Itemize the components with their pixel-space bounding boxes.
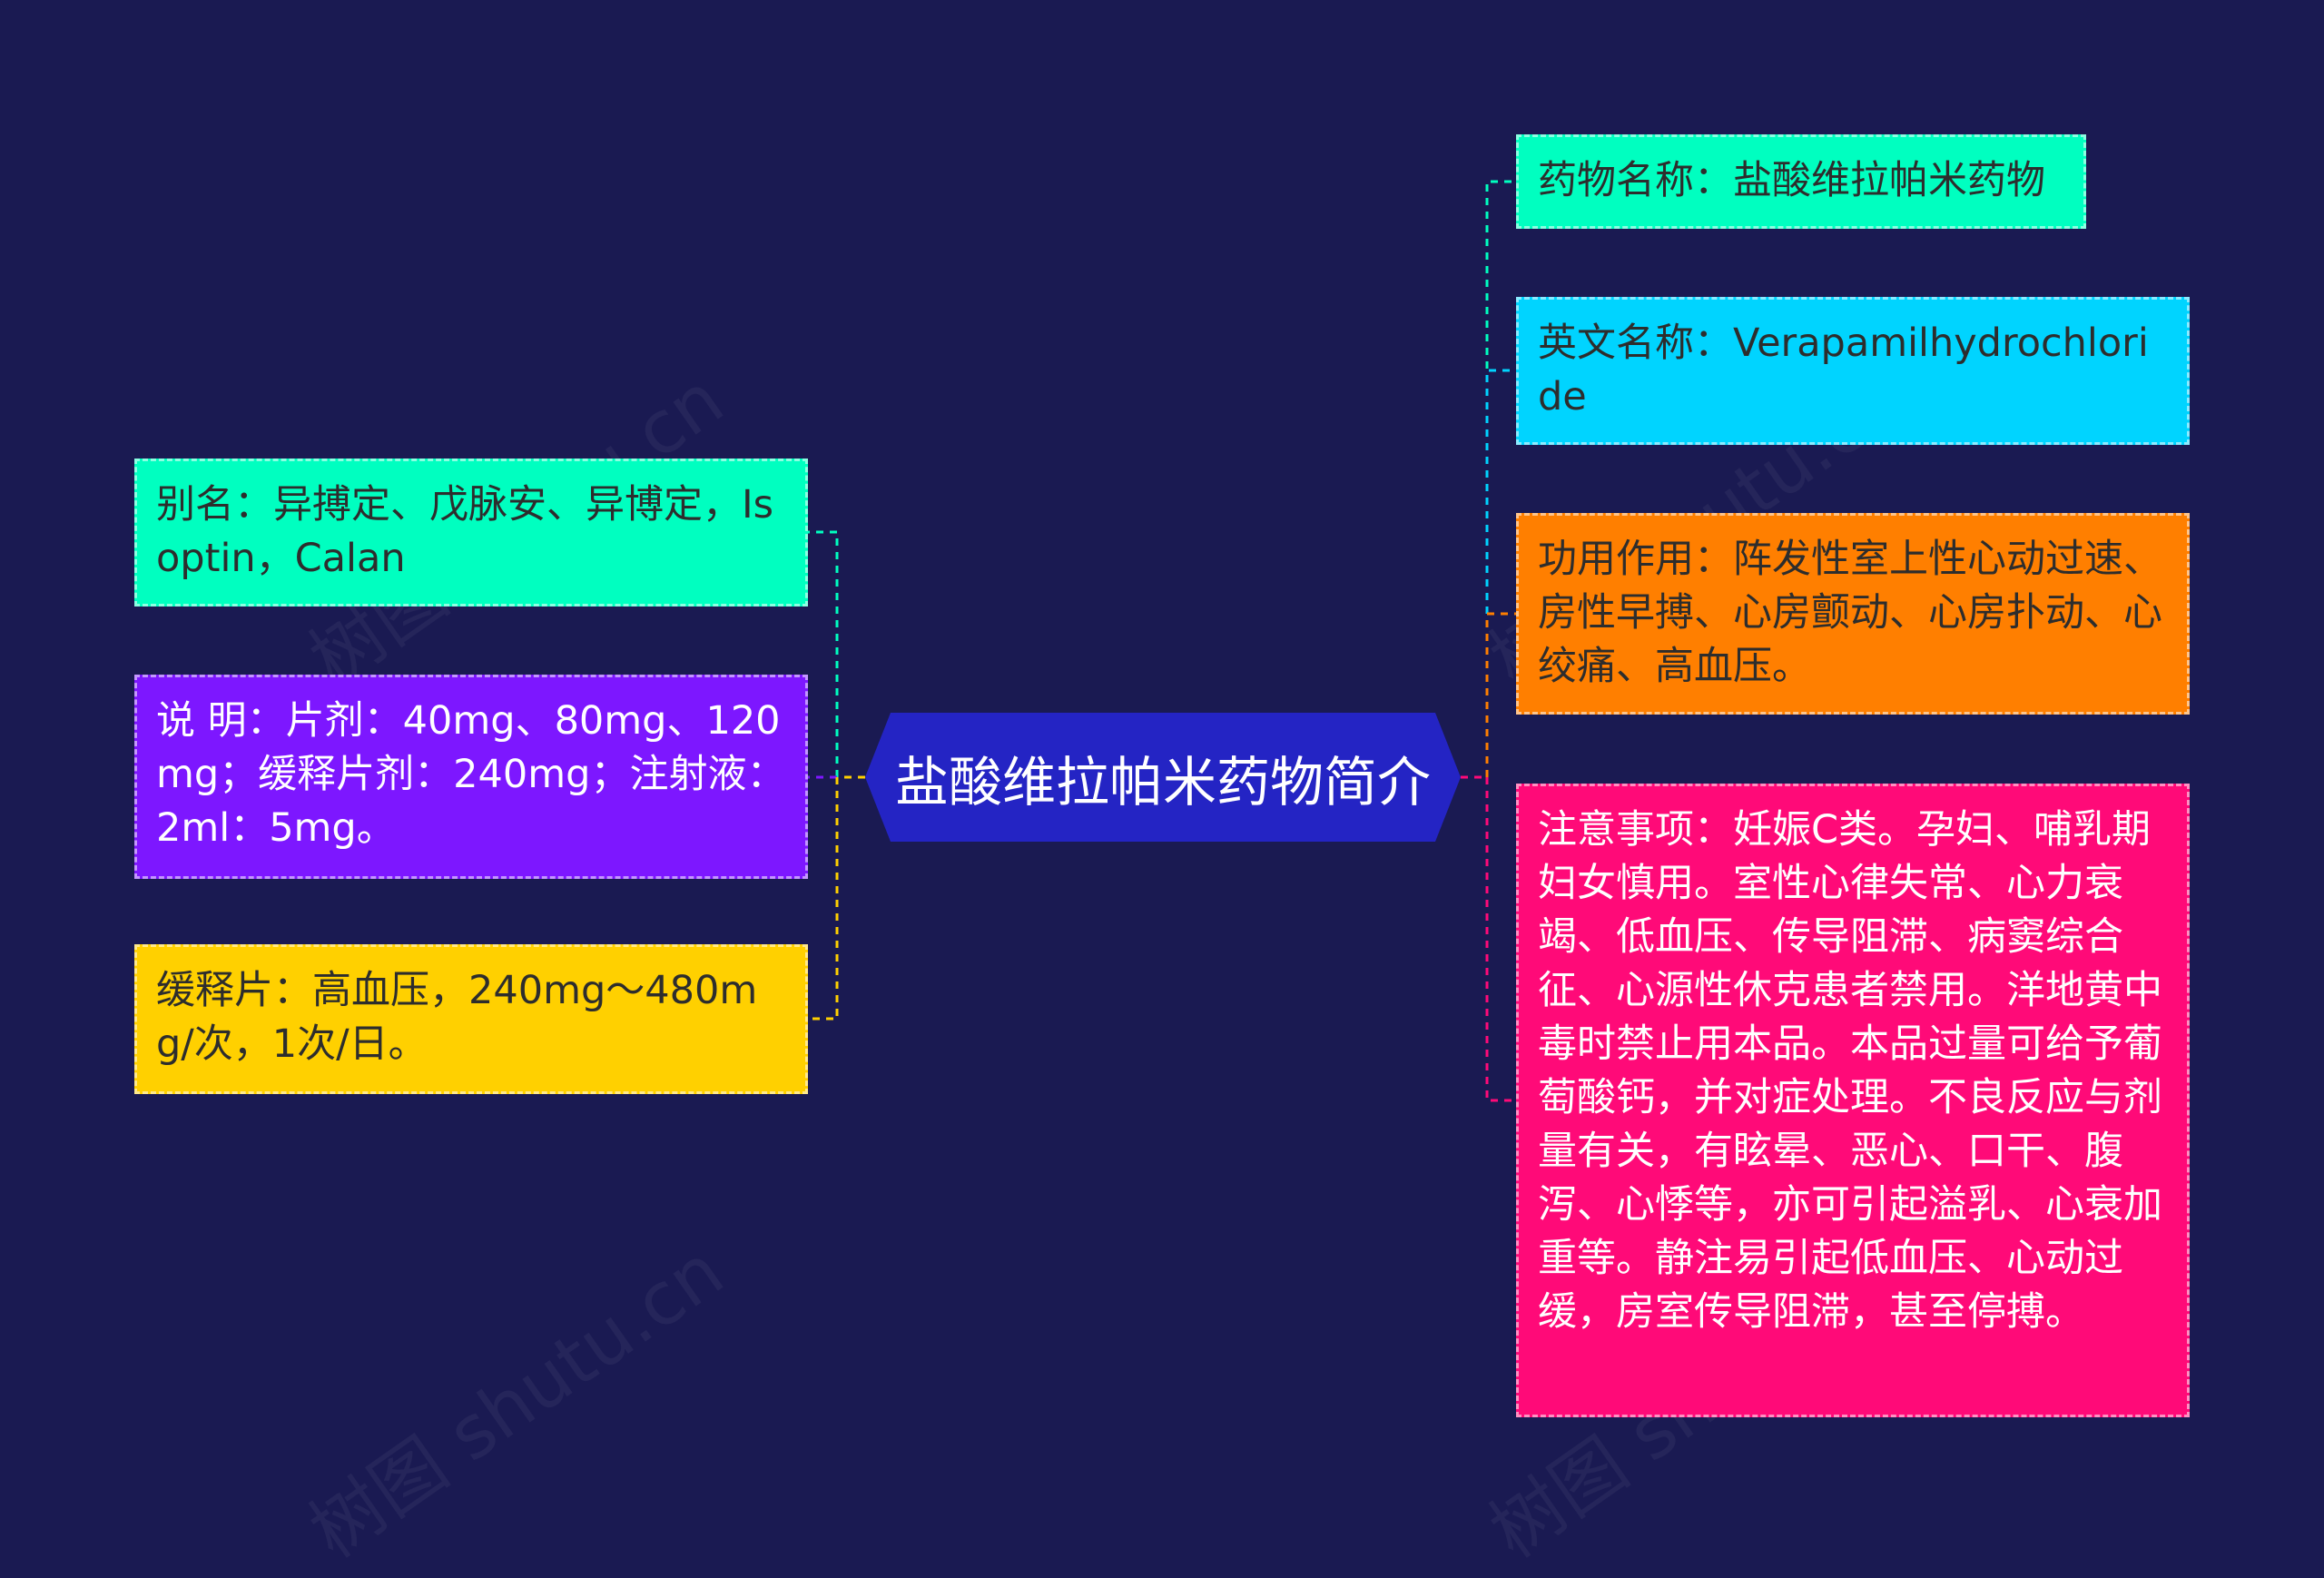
dosage-form-node[interactable]: 说 明：片剂：40mg、80mg、120mg；缓释片剂：240mg；注射液：2m…: [134, 675, 808, 879]
english-name-node[interactable]: 英文名称：Verapamilhydrochloride: [1516, 297, 2190, 445]
precautions-text: 注意事项：妊娠C类。孕妇、哺乳期妇女慎用。室性心律失常、心力衰竭、低血压、传导阻…: [1538, 807, 2162, 1335]
central-topic-title: 盐酸维拉帕米药物简介: [894, 750, 1431, 814]
sustained-release-text: 缓释片：高血压，240mg～480mg/次，1次/日。: [156, 968, 758, 1067]
central-topic-node[interactable]: 盐酸维拉帕米药物简介: [865, 713, 1461, 842]
alias-node[interactable]: 别名：异搏定、戊脉安、异博定，Isoptin，Calan: [134, 459, 808, 607]
function-node[interactable]: 功用作用：阵发性室上性心动过速、房性早搏、心房颤动、心房扑动、心绞痛、高血压。: [1516, 513, 2190, 715]
precautions-node[interactable]: 注意事项：妊娠C类。孕妇、哺乳期妇女慎用。室性心律失常、心力衰竭、低血压、传导阻…: [1516, 784, 2190, 1417]
alias-text: 别名：异搏定、戊脉安、异博定，Isoptin，Calan: [156, 482, 774, 581]
function-text: 功用作用：阵发性室上性心动过速、房性早搏、心房颤动、心房扑动、心绞痛、高血压。: [1538, 537, 2162, 689]
drug-name-text: 药物名称：盐酸维拉帕米药物: [1538, 158, 2045, 203]
drug-name-node[interactable]: 药物名称：盐酸维拉帕米药物: [1516, 134, 2086, 229]
sustained-release-node[interactable]: 缓释片：高血压，240mg～480mg/次，1次/日。: [134, 944, 808, 1094]
english-name-text: 英文名称：Verapamilhydrochloride: [1538, 321, 2149, 419]
dosage-form-text: 说 明：片剂：40mg、80mg、120mg；缓释片剂：240mg；注射液：2m…: [156, 698, 786, 851]
